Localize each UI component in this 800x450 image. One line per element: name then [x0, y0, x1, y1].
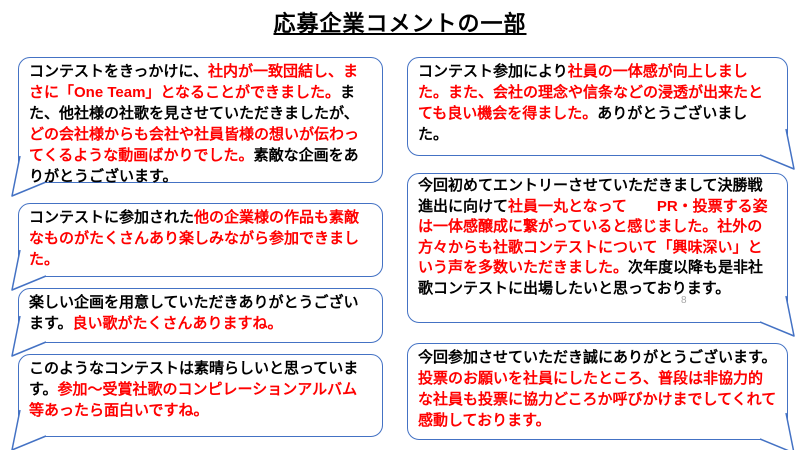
comment-bubble-5: コンテスト参加により社員の一体感が向上しました。また、会社の理念や信条などの浸透…	[407, 57, 795, 170]
page-title: 応募企業コメントの一部	[273, 11, 527, 36]
comment-segment-red: 他の企業様の作品も素敵なものがたくさんあり楽しみながら参加できました。	[29, 209, 360, 268]
speech-tail-icon	[11, 315, 47, 357]
comment-segment-black: 楽しい企画を用意していただきありがとうございます。	[29, 294, 359, 332]
speech-tail-icon	[11, 249, 47, 291]
comment-segment-red: 社内が一致団結し、まさに「One Team」となることができました。	[29, 63, 358, 101]
comment-segment-black: ありがとうございました。	[418, 105, 748, 143]
comment-segment-red: 社員の一体感が向上しました。また、会社の理念や信条などの浸透が出来たとても良い機…	[418, 63, 764, 122]
comment-segment-black: コンテストに参加された	[29, 209, 195, 226]
comment-bubble-7: 今回参加させていただき誠にありがとうございます。投票のお願いを社員にしたところ、…	[407, 343, 795, 450]
comment-segment-red: 参加～受賞社歌のコンピレーションアルバム等あったら面白いですね。	[29, 381, 358, 419]
comment-text: 今回参加させていただき誠にありがとうございます。投票のお願いを社員にしたところ、…	[408, 344, 787, 434]
comment-bubble-1: コンテストをきっかけに、社内が一致団結し、まさに「One Team」となることが…	[11, 57, 383, 197]
comment-segment-red: 投票のお願いを社員にしたところ、普段は非協力的な社員も投票に協力どころか呼びかけ…	[418, 370, 777, 429]
comment-segment-black: コンテスト参加により	[418, 63, 568, 80]
comment-text: コンテスト参加により社員の一体感が向上しました。また、会社の理念や信条などの浸透…	[408, 58, 787, 148]
speech-tail-icon	[759, 295, 795, 337]
comment-segment-black: 今回参加させていただき誠にありがとうございます。	[418, 349, 777, 366]
comment-text: 今回初めてエントリーさせていただきまして決勝戦進出に向けて社員一丸となって PR…	[408, 174, 787, 302]
comment-segment-black: また、他社様の社歌を見させていただきましたが、	[29, 84, 359, 122]
speech-tail-icon	[11, 155, 47, 197]
comment-bubble-3: 楽しい企画を用意していただきありがとうございます。良い歌がたくさんありますね。	[11, 288, 383, 357]
comment-segment-red: 良い歌がたくさんありますね。	[72, 315, 283, 332]
comment-segment-red: 社員一丸となって PR・投票する姿は一体感醸成に繋がっていると感じました。社外の…	[418, 197, 768, 277]
comment-bubble-6: 今回初めてエントリーさせていただきまして決勝戦進出に向けて社員一丸となって PR…	[407, 173, 795, 337]
speech-tail-icon	[759, 412, 795, 450]
speech-tail-icon	[11, 409, 47, 450]
comment-segment-black: 次年度以降も是非社歌コンテストに出場したいと思っております。	[418, 259, 764, 297]
comment-segment-black: 素敵な企画をありがとうございます。	[29, 147, 359, 185]
comment-segment-red: どの会社様からも会社や社員皆様の想いが伝わってくるような動画ばかりでした。	[29, 126, 360, 164]
comment-segment-black: このようなコンテストは素晴らしいと思っています。	[29, 360, 359, 398]
comment-text: コンテストをきっかけに、社内が一致団結し、まさに「One Team」となることが…	[19, 58, 382, 190]
comment-segment-black: 今回初めてエントリーさせていただきまして決勝戦進出に向けて	[418, 177, 763, 215]
comment-text: このようなコンテストは素晴らしいと思っています。参加～受賞社歌のコンピレーション…	[19, 355, 382, 424]
slide-page-number: 8	[681, 295, 687, 306]
comment-bubble-2: コンテストに参加された他の企業様の作品も素敵なものがたくさんあり楽しみながら参加…	[11, 203, 383, 291]
comment-text: コンテストに参加された他の企業様の作品も素敵なものがたくさんあり楽しみながら参加…	[19, 204, 382, 273]
comment-segment-black: コンテストをきっかけに、	[29, 63, 208, 80]
speech-tail-icon	[759, 128, 795, 170]
comment-bubble-4: このようなコンテストは素晴らしいと思っています。参加～受賞社歌のコンピレーション…	[11, 354, 383, 450]
comment-text: 楽しい企画を用意していただきありがとうございます。良い歌がたくさんありますね。	[19, 289, 382, 337]
